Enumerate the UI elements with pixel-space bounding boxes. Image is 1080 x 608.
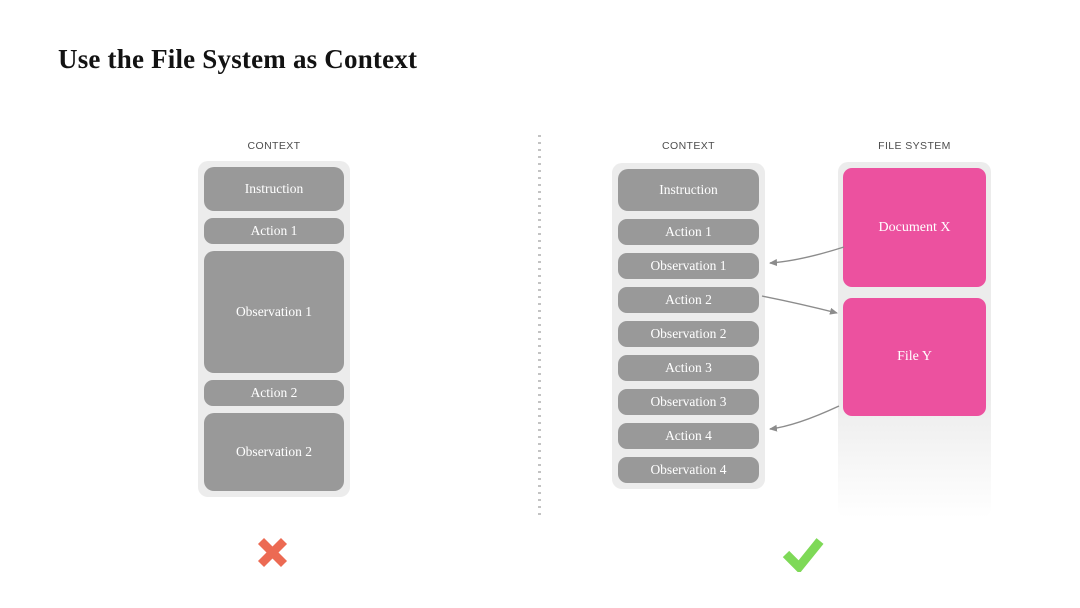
box-file-y: File Y bbox=[843, 298, 986, 416]
right-context-label: CONTEXT bbox=[662, 140, 715, 152]
box-observation-3: Observation 3 bbox=[618, 389, 759, 415]
file-system-label: FILE SYSTEM bbox=[878, 140, 951, 152]
arrow-documentx-to-observation1 bbox=[769, 246, 845, 267]
check-icon bbox=[782, 538, 824, 572]
box-document-x: Document X bbox=[843, 168, 986, 287]
box-action-2: Action 2 bbox=[618, 287, 759, 313]
box-instruction: Instruction bbox=[204, 167, 344, 211]
arrow-action2-to-filey bbox=[761, 295, 838, 315]
box-observation-2: Observation 2 bbox=[204, 413, 344, 491]
box-observation-1: Observation 1 bbox=[618, 253, 759, 279]
box-observation-1: Observation 1 bbox=[204, 251, 344, 373]
box-action-1: Action 1 bbox=[204, 218, 344, 244]
box-action-2: Action 2 bbox=[204, 380, 344, 406]
box-action-4: Action 4 bbox=[618, 423, 759, 449]
box-observation-2: Observation 2 bbox=[618, 321, 759, 347]
box-observation-4: Observation 4 bbox=[618, 457, 759, 483]
left-context-label: CONTEXT bbox=[247, 140, 301, 152]
right-context-panel: Instruction Action 1 Observation 1 Actio… bbox=[612, 163, 765, 489]
arrow-filey-to-action4 bbox=[769, 405, 840, 432]
file-system-panel: Document X File Y bbox=[838, 162, 991, 518]
box-action-3: Action 3 bbox=[618, 355, 759, 381]
box-action-1: Action 1 bbox=[618, 219, 759, 245]
box-instruction: Instruction bbox=[618, 169, 759, 211]
left-context-panel: Instruction Action 1 Observation 1 Actio… bbox=[198, 161, 350, 497]
dotted-divider bbox=[538, 135, 541, 520]
page-title: Use the File System as Context bbox=[58, 44, 418, 74]
cross-icon bbox=[257, 537, 288, 568]
